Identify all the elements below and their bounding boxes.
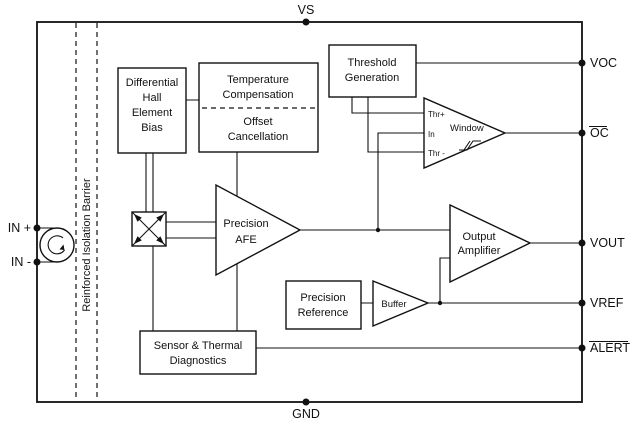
in-plus-pin xyxy=(33,224,41,232)
buffer-label: Buffer xyxy=(381,299,406,310)
internal-wires xyxy=(37,97,450,331)
diagnostics-label-2: Diagnostics xyxy=(170,355,227,367)
hall-arrow-ur xyxy=(156,214,164,222)
hysteresis-icon xyxy=(459,140,481,151)
hall-element-icon xyxy=(131,211,167,247)
vref-pin-label: VREF xyxy=(590,296,624,310)
threshold-block xyxy=(328,44,417,98)
precision-ref-label-2: Reference xyxy=(298,307,349,319)
comparator-in-label: In xyxy=(428,130,435,139)
offset-cancel-label-1: Offset xyxy=(243,116,272,128)
vout-pin xyxy=(578,239,586,247)
output-amp-label-2: Amplifier xyxy=(458,245,501,257)
temp-comp-label-2: Compensation xyxy=(223,89,294,101)
voc-pin-label: VOC xyxy=(590,56,617,70)
hall-arrow-lr xyxy=(156,236,164,244)
oc-pin xyxy=(578,129,586,137)
oc-pin-label: OC xyxy=(590,126,609,140)
output-amp-label-1: Output xyxy=(462,231,495,243)
current-source-arrow xyxy=(47,235,65,255)
vs-pin xyxy=(302,18,310,26)
hall-element-box xyxy=(131,211,167,247)
junction-dot-vref xyxy=(437,300,443,306)
threshold-label-2: Generation xyxy=(345,72,399,84)
vout-pin-label: VOUT xyxy=(590,236,625,250)
output-amplifier xyxy=(449,203,532,284)
vs-pin-label: VS xyxy=(298,3,315,17)
hall-bias-label-3: Element xyxy=(132,107,172,119)
isolation-barrier-label: Reinforced Isolation Barrier xyxy=(81,178,93,312)
comparator-window-label: Window xyxy=(450,123,484,134)
in-minus-pin xyxy=(33,258,41,266)
voc-pin xyxy=(578,59,586,67)
gnd-pin xyxy=(302,398,310,406)
hall-bias-label-2: Hall xyxy=(143,92,162,104)
offset-cancel-label-2: Cancellation xyxy=(228,131,289,143)
hall-arrow-ll xyxy=(134,236,142,244)
hall-bias-block xyxy=(117,67,187,154)
hall-arrow-ul xyxy=(134,214,142,222)
junction-dot-afe-out xyxy=(375,227,381,233)
alert-pin-label: ALERT xyxy=(590,341,630,355)
alert-pin xyxy=(578,344,586,352)
hall-bias-label-1: Differential xyxy=(126,77,178,89)
comparator-thr-minus-label: Thr - xyxy=(428,149,445,158)
in-minus-pin-label: IN - xyxy=(11,255,31,269)
buffer-amp xyxy=(372,279,430,328)
comparator-thr-plus-label: Thr+ xyxy=(428,110,445,119)
precision-ref-block xyxy=(285,280,362,330)
vref-pin xyxy=(578,299,586,307)
afe-label-2: AFE xyxy=(235,234,256,246)
gnd-pin-label: GND xyxy=(292,407,320,421)
diagnostics-label-1: Sensor & Thermal xyxy=(154,340,242,352)
threshold-label-1: Threshold xyxy=(348,57,397,69)
temp-comp-label-1: Temperature xyxy=(227,74,289,86)
afe-label-1: Precision xyxy=(223,218,268,230)
diagnostics-block xyxy=(139,330,257,375)
precision-ref-label-1: Precision xyxy=(300,292,345,304)
precision-afe-amp xyxy=(215,183,302,277)
current-source-icon xyxy=(39,227,75,263)
in-plus-pin-label: IN + xyxy=(8,221,31,235)
current-source-arrowhead xyxy=(59,244,65,250)
chip-boundary xyxy=(36,21,583,403)
temp-comp-block xyxy=(198,62,319,153)
hall-bias-label-4: Bias xyxy=(141,122,163,134)
